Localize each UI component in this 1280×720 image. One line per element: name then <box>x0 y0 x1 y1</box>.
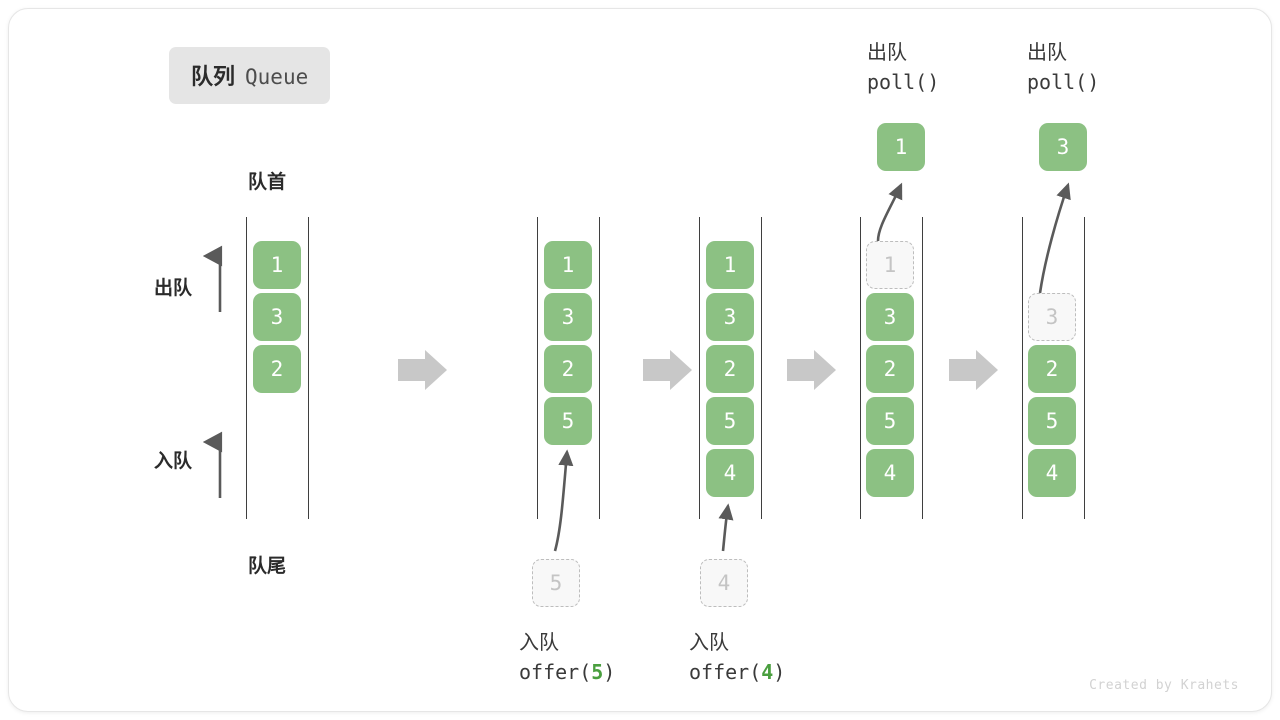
caption-offer-5: 入队 offer(5) <box>519 629 615 687</box>
queue-element: 2 <box>253 345 301 393</box>
enqueue-label: 入队 <box>154 451 193 472</box>
queue-element: 2 <box>544 345 592 393</box>
step-arrow <box>398 350 447 390</box>
queue-element: 2 <box>1028 345 1076 393</box>
rail-right-2 <box>599 217 600 519</box>
caption-chinese: 入队 <box>689 632 729 654</box>
caption-chinese: 入队 <box>519 632 559 654</box>
caption-chinese: 出队 <box>1027 42 1067 64</box>
dequeue-label: 出队 <box>154 278 193 299</box>
queue-element: 1 <box>253 241 301 289</box>
tail-label: 队尾 <box>248 556 287 577</box>
title-chinese: 队列 <box>191 64 236 89</box>
queue-element-ghost: 3 <box>1028 293 1076 341</box>
queue-element: 5 <box>1028 397 1076 445</box>
step-arrow <box>643 350 692 390</box>
incoming-element: 5 <box>532 559 580 607</box>
rail-right-5 <box>1084 217 1085 519</box>
caption-close: ) <box>773 660 786 684</box>
rail-left-5 <box>1022 217 1023 519</box>
caption-fn: offer( <box>519 660 592 684</box>
incoming-element: 4 <box>700 559 748 607</box>
step-arrow <box>787 350 836 390</box>
offer-4-arrow <box>718 503 734 552</box>
caption-poll-3: 出队 poll() <box>1027 39 1099 97</box>
popped-element: 1 <box>877 123 925 171</box>
offer-5-arrow <box>553 449 574 552</box>
rail-right-3 <box>761 217 762 519</box>
caption-chinese: 出队 <box>867 42 907 64</box>
queue-element: 5 <box>706 397 754 445</box>
queue-element: 5 <box>866 397 914 445</box>
queue-element: 4 <box>1028 449 1076 497</box>
diagram-title-badge: 队列 Queue <box>169 47 331 104</box>
queue-element: 2 <box>866 345 914 393</box>
caption-offer-4: 入队 offer(4) <box>689 629 785 687</box>
queue-element: 4 <box>706 449 754 497</box>
queue-element: 5 <box>544 397 592 445</box>
head-label: 队首 <box>248 172 287 193</box>
popped-element: 3 <box>1039 123 1087 171</box>
caption-code: offer(4) <box>689 658 785 687</box>
queue-element: 3 <box>253 293 301 341</box>
caption-code: poll() <box>1027 70 1100 94</box>
caption-fn: offer( <box>689 660 762 684</box>
arrow-layer <box>202 182 1071 552</box>
caption-code: poll() <box>867 70 940 94</box>
queue-element: 4 <box>866 449 914 497</box>
title-english: Queue <box>245 65 309 89</box>
poll-3-arrow <box>1038 182 1071 294</box>
caption-code: offer(5) <box>519 658 615 687</box>
credit-text: Created by Krahets <box>1089 678 1239 693</box>
caption-poll-1: 出队 poll() <box>867 39 939 97</box>
queue-element: 3 <box>866 293 914 341</box>
rail-left-4 <box>860 217 861 519</box>
queue-element: 1 <box>706 241 754 289</box>
step-arrow <box>949 350 998 390</box>
caption-close: ) <box>603 660 616 684</box>
rail-left-1 <box>246 217 247 519</box>
caption-arg: 5 <box>591 660 604 684</box>
rail-left-3 <box>699 217 700 519</box>
rail-left-2 <box>537 217 538 519</box>
queue-element: 1 <box>544 241 592 289</box>
queue-element: 2 <box>706 345 754 393</box>
queue-element: 3 <box>706 293 754 341</box>
diagram-card: 队列 Queue 队首 队尾 出队 入队 1 3 2 1 3 2 5 5 入队 … <box>8 8 1272 712</box>
rail-right-4 <box>922 217 923 519</box>
caption-arg: 4 <box>761 660 774 684</box>
queue-element: 3 <box>544 293 592 341</box>
queue-element-ghost: 1 <box>866 241 914 289</box>
poll-1-arrow <box>876 182 903 242</box>
rail-right-1 <box>308 217 309 519</box>
